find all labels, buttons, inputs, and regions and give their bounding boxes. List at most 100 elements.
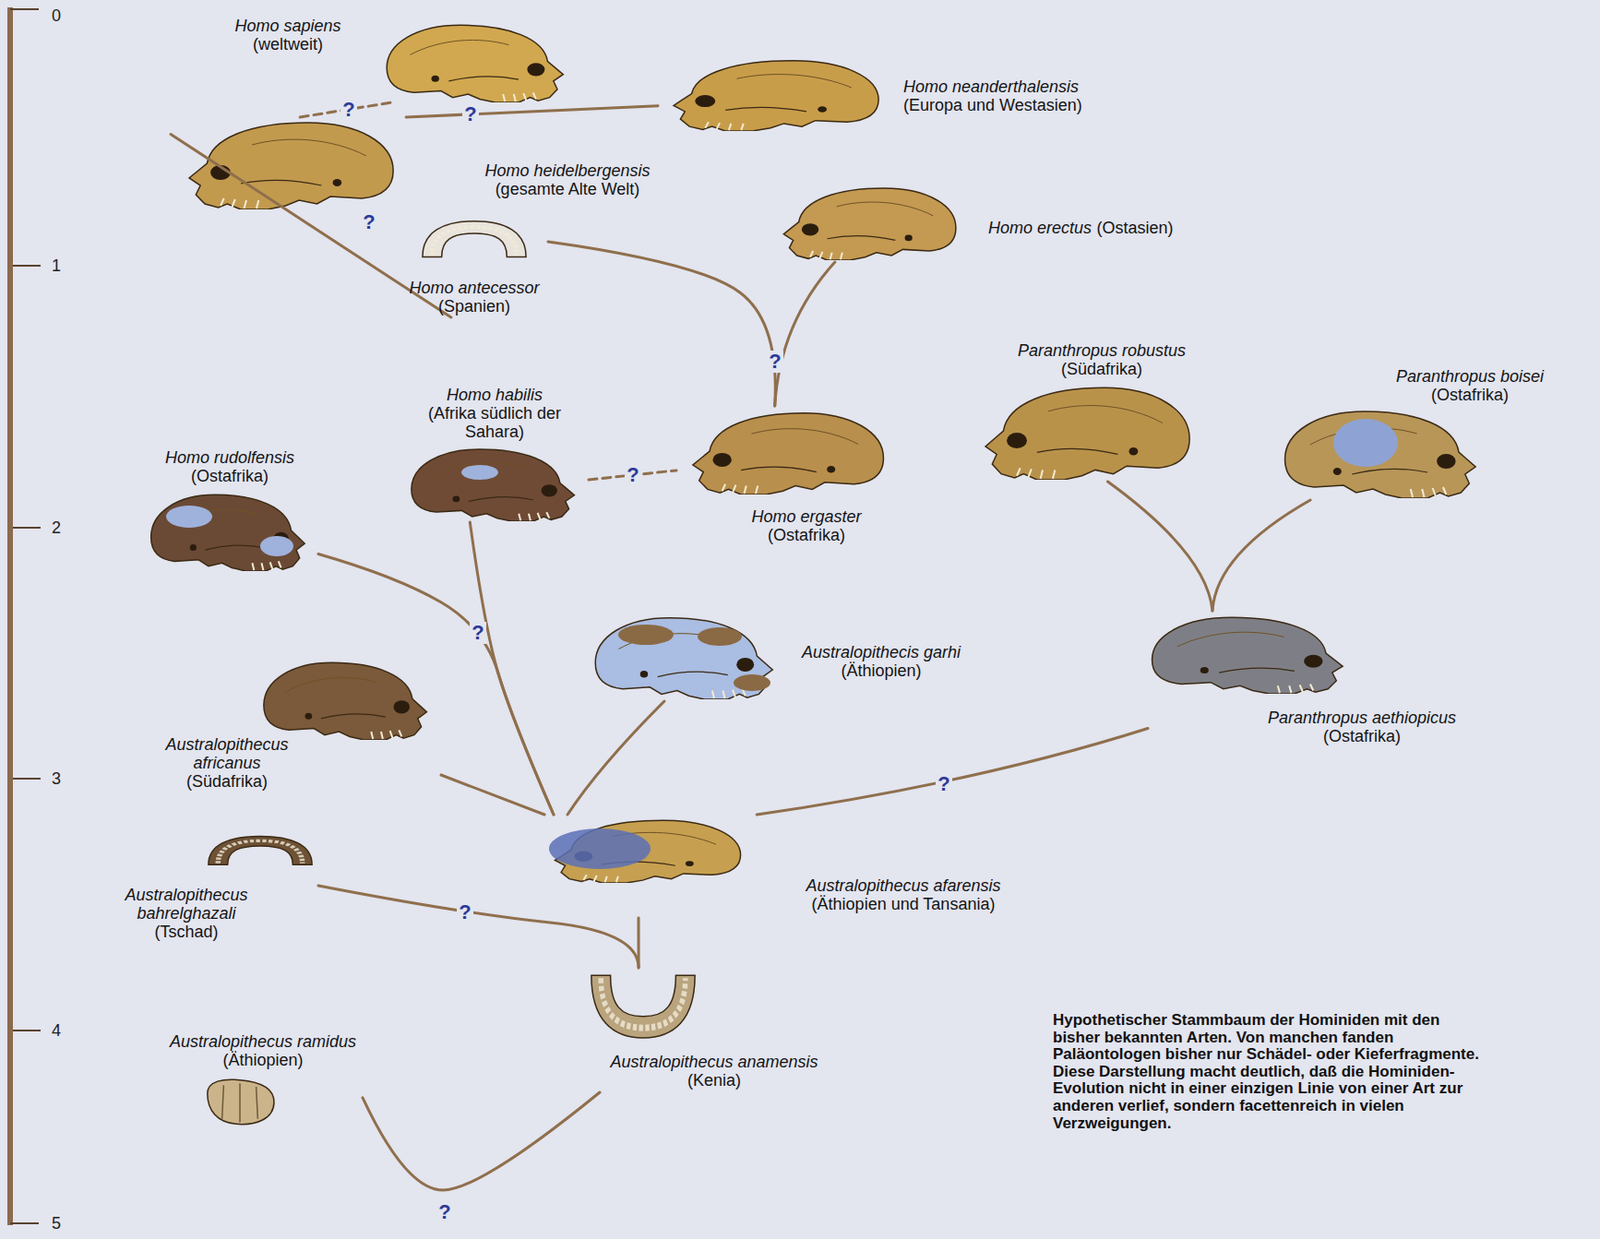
- species-label: Australopithecus afarensis(Äthiopien und…: [805, 876, 1001, 914]
- fossil-patch: [697, 627, 742, 646]
- lineage-line: [441, 775, 545, 815]
- lineage-line: [1212, 500, 1311, 611]
- skull: [783, 188, 956, 261]
- lineage-line: [567, 701, 665, 815]
- axis-number: 2: [51, 517, 61, 538]
- species-node: Australopithecus bahrelghazali(Tschad): [110, 833, 319, 944]
- lineage-line: [756, 728, 1148, 816]
- lineage-line: [469, 522, 554, 815]
- species-name: Homo antecessor: [408, 278, 539, 298]
- skulls: [151, 24, 1476, 1124]
- species-region: (Ostafrika): [165, 466, 295, 486]
- species-name: Homo neanderthalensis: [903, 77, 1083, 96]
- uncertainty-mark: ?: [360, 211, 377, 234]
- species-region: (weltweit): [234, 35, 341, 54]
- reconstruction-patch: [549, 828, 651, 870]
- species-region: (Äthiopien und Tansania): [805, 895, 1001, 914]
- species-region: (Ostasien): [1096, 218, 1173, 238]
- species-label: Australopithecus africanus(Südafrika): [153, 735, 301, 791]
- species-name: Homo ergaster: [751, 507, 861, 526]
- species-label: Paranthropus aethiopicus(Ostafrika): [1267, 708, 1457, 746]
- species-node: Homo antecessor(Spanien): [400, 217, 549, 318]
- species-node: Australopithecus anamensis(Kenia): [585, 967, 822, 1093]
- lineage-line: [318, 885, 639, 968]
- species-label: Australopithecus ramidus(Äthiopien): [169, 1032, 357, 1070]
- species-region: (gesamte Alte Welt): [484, 179, 650, 199]
- lineage-line: [1108, 481, 1214, 611]
- species-label: Homo heidelbergensis(gesamte Alte Welt): [484, 161, 650, 199]
- species-label: Homo neanderthalensis(Europa und Westasi…: [903, 77, 1083, 115]
- fossil-patch: [618, 624, 674, 645]
- species-node: Paranthropus robustus(Südafrika): [969, 339, 1196, 482]
- species-name: Homo habilis: [411, 385, 578, 405]
- lineage-line: [362, 1092, 600, 1191]
- species-node: Homo rudolfensis(Ostafrika): [129, 446, 319, 574]
- species-label: Paranthropus robustus(Südafrika): [1017, 341, 1186, 379]
- uncertainty-mark: ?: [462, 103, 478, 126]
- teeth-fragment: [207, 1079, 275, 1124]
- species-label: Homo ergaster(Ostafrika): [751, 507, 861, 545]
- skull: [386, 24, 563, 103]
- lineage-line: [170, 134, 452, 319]
- species-node: Homo sapiens(weltweit): [221, 12, 580, 103]
- axis-number: 1: [51, 255, 61, 276]
- species-node: Australopithecus africanus(Südafrika): [147, 656, 442, 795]
- species-label: Paranthropus boisei(Ostafrika): [1396, 367, 1544, 405]
- species-node: Homo ergaster(Ostafrika): [676, 405, 891, 547]
- species-label: Homo habilis(Afrika südlich der Sahara): [411, 385, 578, 442]
- lineage-line: [405, 106, 658, 118]
- species-region: (Südafrika): [153, 772, 301, 791]
- jaw-fragment: [591, 975, 695, 1039]
- species-name: Australopithecus afarensis: [805, 876, 1001, 896]
- species-region: (Kenia): [609, 1071, 818, 1090]
- species-region: (Afrika südlich der Sahara): [411, 404, 578, 442]
- species-region: (Äthiopien): [169, 1050, 357, 1070]
- species-name: Homo heidelbergensis: [484, 161, 650, 180]
- species-label: Australopithecus anamensis(Kenia): [609, 1052, 818, 1090]
- species-region: (Äthiopien): [801, 661, 961, 681]
- jaw-fragment: [422, 221, 526, 258]
- time-axis: [7, 7, 41, 1226]
- lineage-line: [775, 262, 836, 406]
- fossil-patch: [733, 674, 771, 692]
- axis-number: 3: [51, 768, 61, 789]
- species-region: (Ostafrika): [751, 525, 861, 545]
- species-region: (Ostafrika): [1396, 385, 1544, 405]
- uncertainty-mark: ?: [469, 621, 486, 645]
- skull: [595, 618, 773, 700]
- species-label: Homo sapiens(weltweit): [234, 16, 341, 54]
- skull: [1285, 411, 1477, 499]
- species-label: Homo antecessor(Spanien): [408, 278, 539, 316]
- species-name: Paranthropus aethiopicus: [1267, 708, 1457, 728]
- species-name: Australopithecus bahrelghazali: [112, 885, 261, 923]
- species-region: (Südafrika): [1017, 359, 1186, 379]
- axis-number: 4: [51, 1020, 61, 1041]
- species-region: (Tschad): [112, 922, 261, 942]
- species-name: Australopithecis garhi: [801, 643, 961, 662]
- species-node: Paranthropus boisei(Ostafrika): [1277, 365, 1555, 501]
- axis-ticks: [10, 9, 41, 1224]
- uncertainty-mark: ?: [935, 773, 952, 796]
- species-node: Australopithecus afarensis(Äthiopien und…: [538, 814, 1008, 919]
- species-node: Homo heidelbergensis(gesamte Alte Welt): [170, 117, 656, 210]
- species-label: Australopithecus bahrelghazali(Tschad): [112, 885, 261, 942]
- uncertainty-mark: ?: [456, 901, 473, 924]
- lineage-line: [548, 241, 776, 406]
- reconstruction-patch: [1333, 418, 1398, 467]
- species-node: Homo neanderthalensis(Europa und Westasi…: [657, 53, 1101, 133]
- species-name: Paranthropus robustus: [1017, 341, 1186, 360]
- lineage-line: [318, 554, 554, 816]
- reconstruction-patch: [461, 465, 499, 480]
- skull: [692, 413, 884, 495]
- species-label: Homo rudolfensis(Ostafrika): [165, 448, 295, 486]
- species-region: (Spanien): [408, 297, 539, 316]
- species-label: Australopithecis garhi(Äthiopien): [801, 643, 961, 681]
- species-node: Australopithecus ramidus(Äthiopien): [164, 1030, 363, 1130]
- species-node: Australopithecis garhi(Äthiopien): [591, 610, 980, 702]
- skull: [263, 662, 428, 741]
- caption: Hypothetischer Stammbaum der Hominiden m…: [1052, 1012, 1489, 1133]
- species-name: Paranthropus boisei: [1396, 367, 1544, 386]
- skull: [1152, 617, 1344, 694]
- skull: [151, 494, 306, 572]
- axis-number: 0: [51, 5, 61, 26]
